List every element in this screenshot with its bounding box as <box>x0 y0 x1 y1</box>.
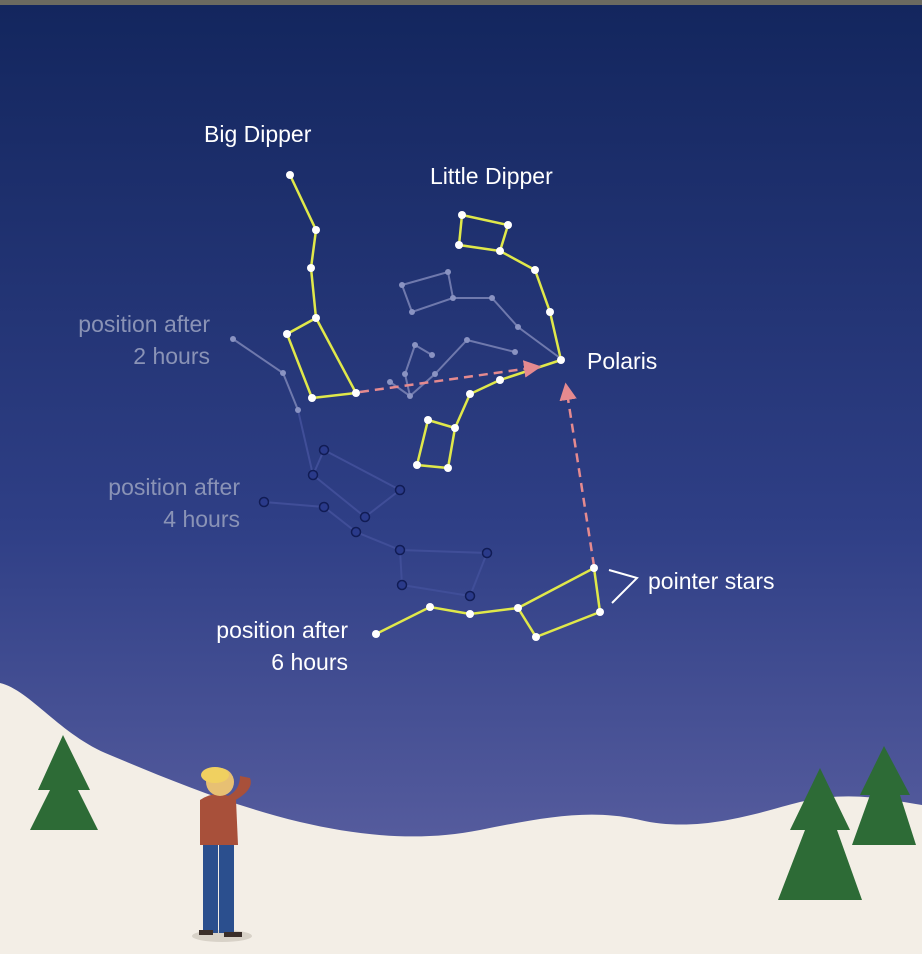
star <box>514 604 522 612</box>
star <box>424 416 432 424</box>
star <box>230 336 236 342</box>
star <box>394 484 406 496</box>
star <box>308 394 316 402</box>
star <box>312 314 320 322</box>
bright-stars <box>283 171 604 641</box>
star <box>286 171 294 179</box>
top-border <box>0 0 922 5</box>
star <box>458 211 466 219</box>
star <box>318 501 330 513</box>
star <box>515 324 521 330</box>
star <box>295 407 301 413</box>
star <box>496 376 504 384</box>
star <box>399 282 405 288</box>
star <box>394 544 406 556</box>
star <box>512 349 518 355</box>
star <box>432 371 438 377</box>
after-2-hours-label: position after 2 hours <box>30 308 210 372</box>
star <box>283 330 291 338</box>
after-6-hours-line1: position after <box>216 617 348 643</box>
after-4-hours-line1: position after <box>108 474 240 500</box>
star <box>429 352 435 358</box>
star <box>531 266 539 274</box>
star <box>280 370 286 376</box>
star <box>352 389 360 397</box>
star <box>409 309 415 315</box>
little-dipper-2h-lines <box>415 358 562 470</box>
after-4-hours-line2: 4 hours <box>163 506 240 532</box>
star <box>557 356 565 364</box>
star <box>426 603 434 611</box>
faint-stars <box>230 269 521 602</box>
star <box>546 308 554 316</box>
star <box>489 295 495 301</box>
star <box>396 579 408 591</box>
after-4-hours-label: position after 4 hours <box>60 471 240 535</box>
star <box>444 464 452 472</box>
observer-person <box>192 767 252 942</box>
star <box>464 590 476 602</box>
star <box>596 608 604 616</box>
star <box>413 461 421 469</box>
pointer-stars-bracket <box>608 569 639 604</box>
after-2-hours-line1: position after <box>78 311 210 337</box>
star <box>359 511 371 523</box>
star <box>455 241 463 249</box>
big-dipper-lines <box>285 174 358 400</box>
star <box>258 496 270 508</box>
star <box>451 424 459 432</box>
pointer-stars-label: pointer stars <box>648 568 775 594</box>
star <box>590 564 598 572</box>
star <box>402 371 408 377</box>
star <box>466 390 474 398</box>
star <box>445 269 451 275</box>
star <box>450 295 456 301</box>
polaris-label: Polaris <box>587 348 658 374</box>
after-2-hours-line2: 2 hours <box>133 343 210 369</box>
pointer-arrow-6-hours <box>559 382 596 567</box>
star <box>372 630 380 638</box>
star <box>504 221 512 229</box>
tree-right-small <box>778 768 862 900</box>
star <box>350 526 362 538</box>
star <box>412 342 418 348</box>
star <box>307 264 315 272</box>
star <box>481 547 493 559</box>
after-6-hours-line2: 6 hours <box>271 649 348 675</box>
star <box>466 610 474 618</box>
star <box>318 444 330 456</box>
little-dipper-label: Little Dipper <box>430 163 553 189</box>
star <box>407 393 413 399</box>
star <box>307 469 319 481</box>
faint-dipper-4-hours <box>263 409 489 598</box>
big-dipper-label: Big Dipper <box>204 121 312 147</box>
star <box>496 247 504 255</box>
after-6-hours-label: position after 6 hours <box>168 614 348 678</box>
tree-left <box>30 735 98 830</box>
star <box>312 226 320 234</box>
big-dipper-6h-lines <box>375 566 602 639</box>
star <box>387 379 393 385</box>
star <box>464 337 470 343</box>
star <box>532 633 540 641</box>
tree-right <box>852 746 916 845</box>
